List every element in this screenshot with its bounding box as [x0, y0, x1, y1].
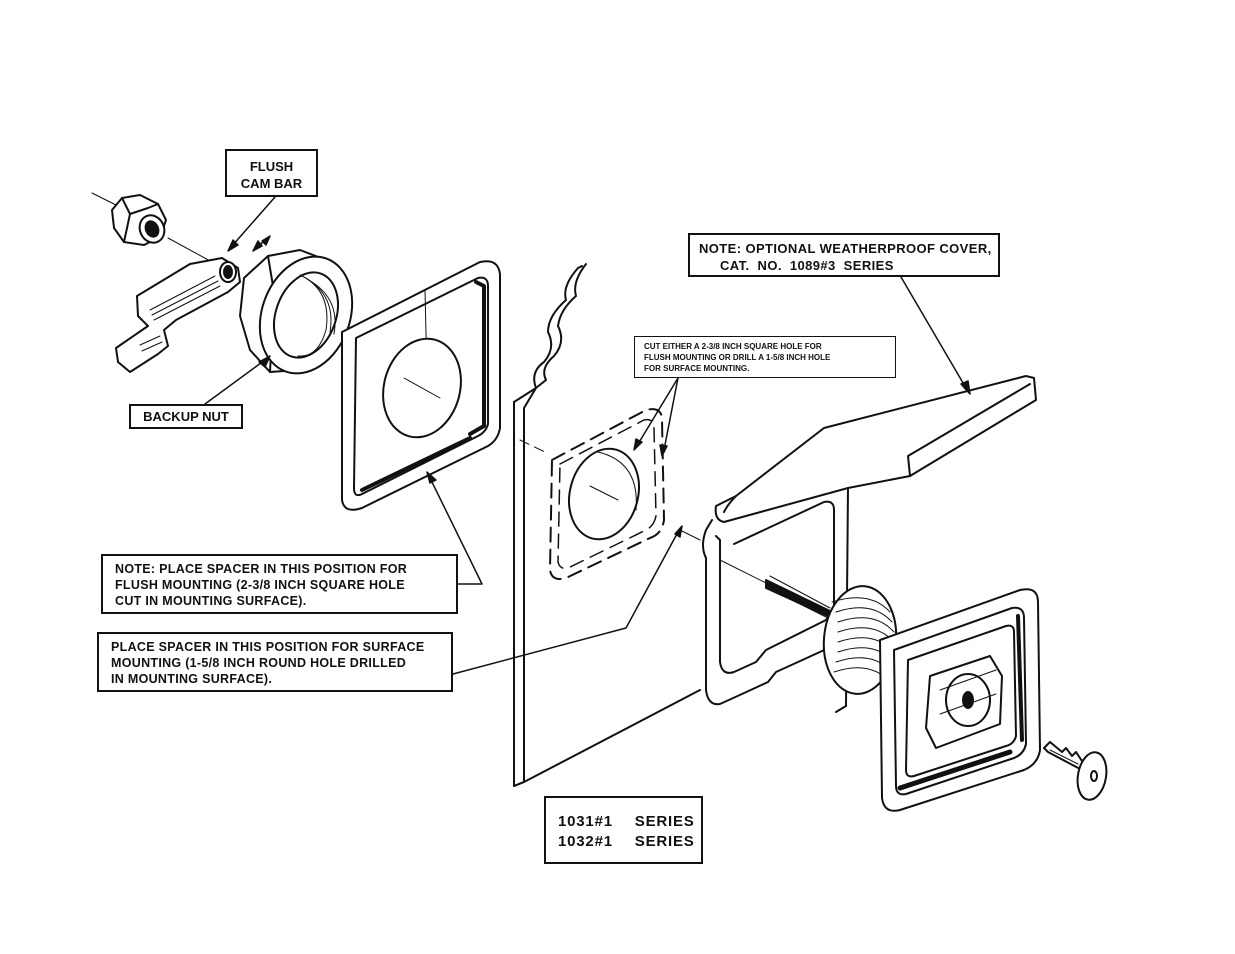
surface-spacer-note-line1: PLACE SPACER IN THIS POSITION FOR SURFAC…	[111, 640, 425, 654]
weatherproof-cover	[702, 375, 1037, 713]
weatherproof-cover-note: NOTE: OPTIONAL WEATHERPROOF COVER, CAT. …	[688, 233, 1000, 277]
flush-spacer-note-line2: FLUSH MOUNTING (2-3/8 INCH SQUARE HOLE	[115, 578, 405, 592]
series-label-line1: 1031#1 SERIES	[558, 813, 695, 830]
backup-nut-label-text: BACKUP NUT	[143, 409, 229, 424]
cut-hole-note-line2: FLUSH MOUNTING OR DRILL A 1-5/8 INCH HOL…	[644, 353, 831, 362]
flush-cam-bar-label-line1: FLUSH	[249, 159, 294, 174]
surface-spacer-note-line3: IN MOUNTING SURFACE).	[111, 672, 273, 686]
spacer-flush-position	[341, 260, 501, 511]
series-label-line2: 1032#1 SERIES	[558, 833, 695, 850]
flush-cam-bar-label: FLUSH CAM BAR	[225, 149, 318, 197]
flush-cam-bar	[115, 257, 241, 373]
surface-spacer-note: PLACE SPACER IN THIS POSITION FOR SURFAC…	[97, 632, 453, 692]
leader-lines	[204, 196, 971, 675]
weatherproof-cover-note-line2: CAT. NO. 1089#3 SERIES	[720, 258, 894, 273]
surface-spacer-note-line2: MOUNTING (1-5/8 INCH ROUND HOLE DRILLED	[111, 656, 407, 670]
lock-body	[765, 575, 1041, 812]
flush-spacer-note-line1: NOTE: PLACE SPACER IN THIS POSITION FOR	[115, 562, 408, 576]
backup-nut-label: BACKUP NUT	[129, 404, 243, 429]
flush-cam-bar-label-line2: CAM BAR	[240, 176, 303, 191]
key	[1043, 741, 1108, 801]
flush-spacer-note: NOTE: PLACE SPACER IN THIS POSITION FOR …	[101, 554, 458, 614]
cut-hole-note-line3: FOR SURFACE MOUNTING.	[644, 364, 750, 373]
backup-nut	[239, 249, 354, 375]
flush-spacer-note-line3: CUT IN MOUNTING SURFACE).	[115, 594, 307, 608]
cut-hole-note: CUT EITHER A 2-3/8 INCH SQUARE HOLE FOR …	[634, 336, 896, 378]
series-label: 1031#1 SERIES 1032#1 SERIES	[544, 796, 703, 864]
cut-hole-outline	[549, 408, 665, 580]
cut-hole-note-line1: CUT EITHER A 2-3/8 INCH SQUARE HOLE FOR	[644, 342, 822, 351]
weatherproof-cover-note-line1: NOTE: OPTIONAL WEATHERPROOF COVER,	[699, 241, 992, 256]
acorn-nut	[111, 194, 167, 246]
